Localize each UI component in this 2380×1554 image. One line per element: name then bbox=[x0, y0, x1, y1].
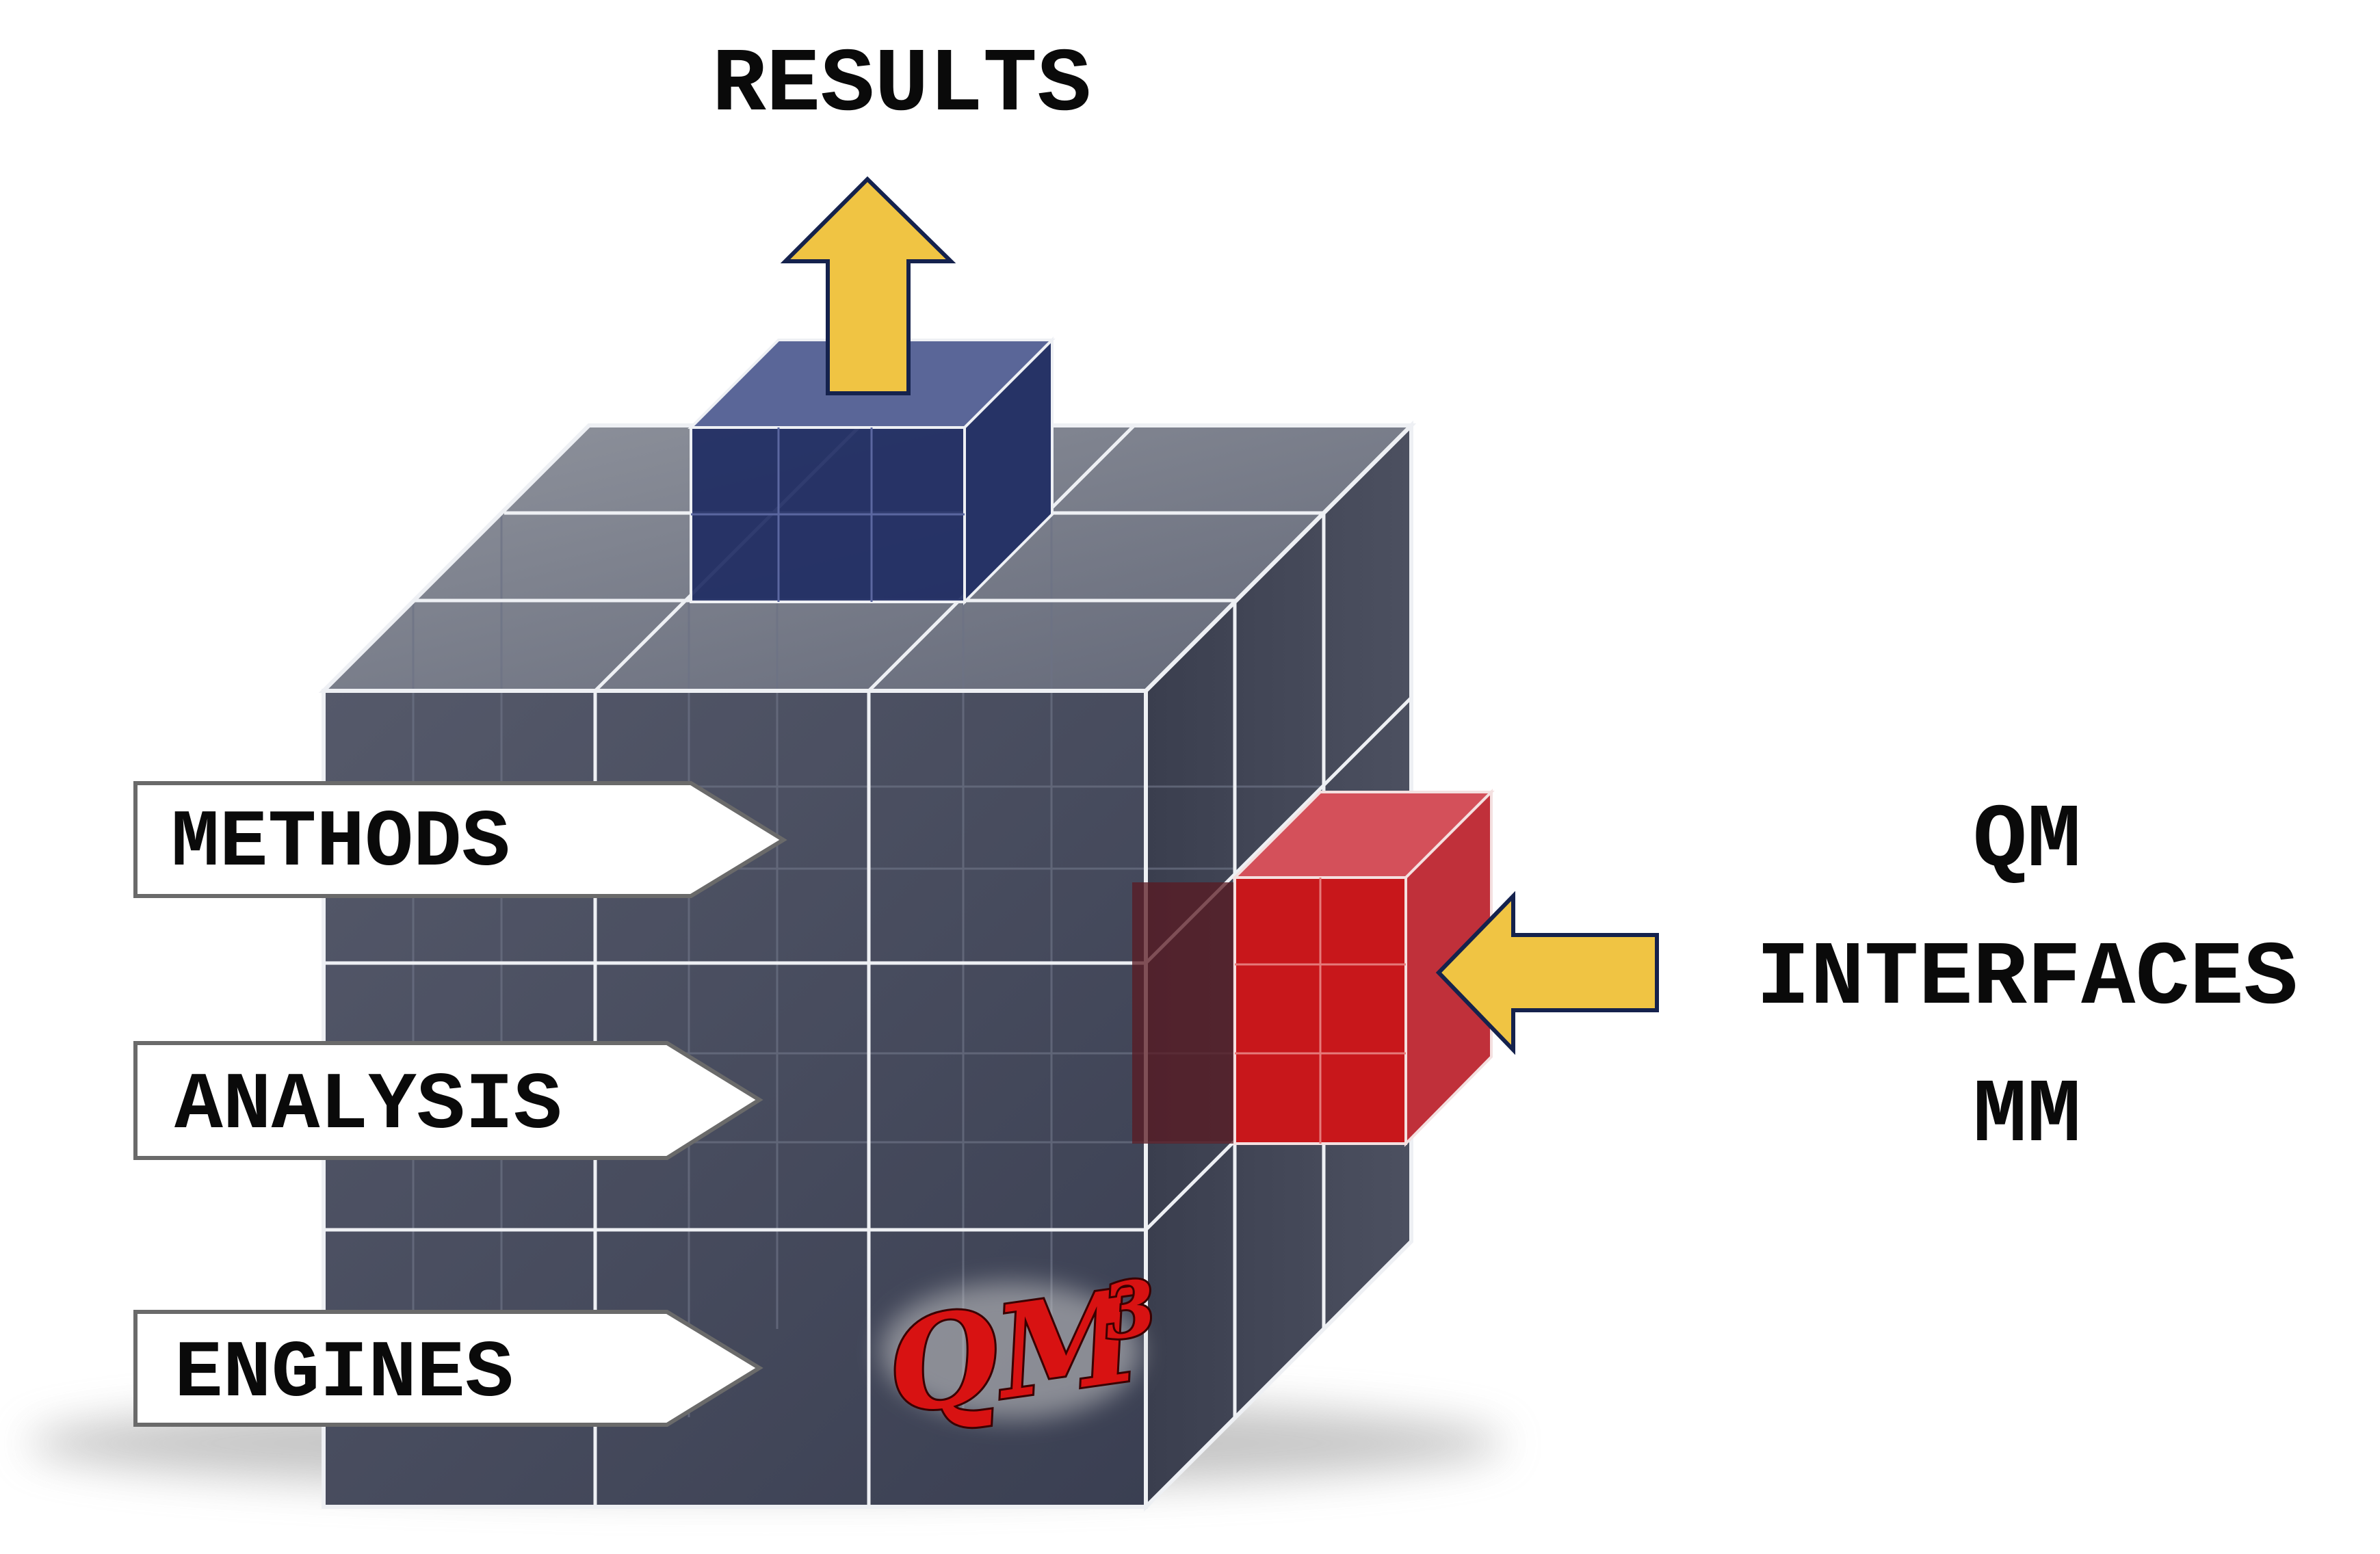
logo-glow bbox=[881, 1282, 1141, 1419]
interface-block bbox=[1132, 789, 1495, 1147]
logo-superscript: 3 bbox=[1097, 1263, 1162, 1357]
engines-label: ENGINES bbox=[174, 1329, 514, 1420]
analysis-label: ANALYSIS bbox=[174, 1061, 562, 1152]
mm-label: MM bbox=[1973, 1065, 2081, 1168]
qm-label: QM bbox=[1973, 790, 2081, 893]
qm3-logo: QM 3 bbox=[876, 1258, 1164, 1445]
layer-tag-analysis: ANALYSIS bbox=[133, 1041, 763, 1160]
methods-label: METHODS bbox=[171, 798, 510, 889]
results-label: RESULTS bbox=[712, 34, 1092, 137]
up-arrow-icon bbox=[780, 176, 956, 395]
methods-tag-shape bbox=[133, 781, 787, 898]
engines-tag-shape bbox=[133, 1310, 763, 1427]
analysis-tag-shape bbox=[133, 1041, 763, 1160]
layer-tag-methods: METHODS bbox=[133, 781, 787, 898]
interface-block-shadow bbox=[1132, 882, 1235, 1144]
left-arrow-icon bbox=[1435, 891, 1659, 1055]
layer-tag-engines: ENGINES bbox=[133, 1310, 763, 1427]
interfaces-label: INTERFACES bbox=[1756, 927, 2298, 1030]
